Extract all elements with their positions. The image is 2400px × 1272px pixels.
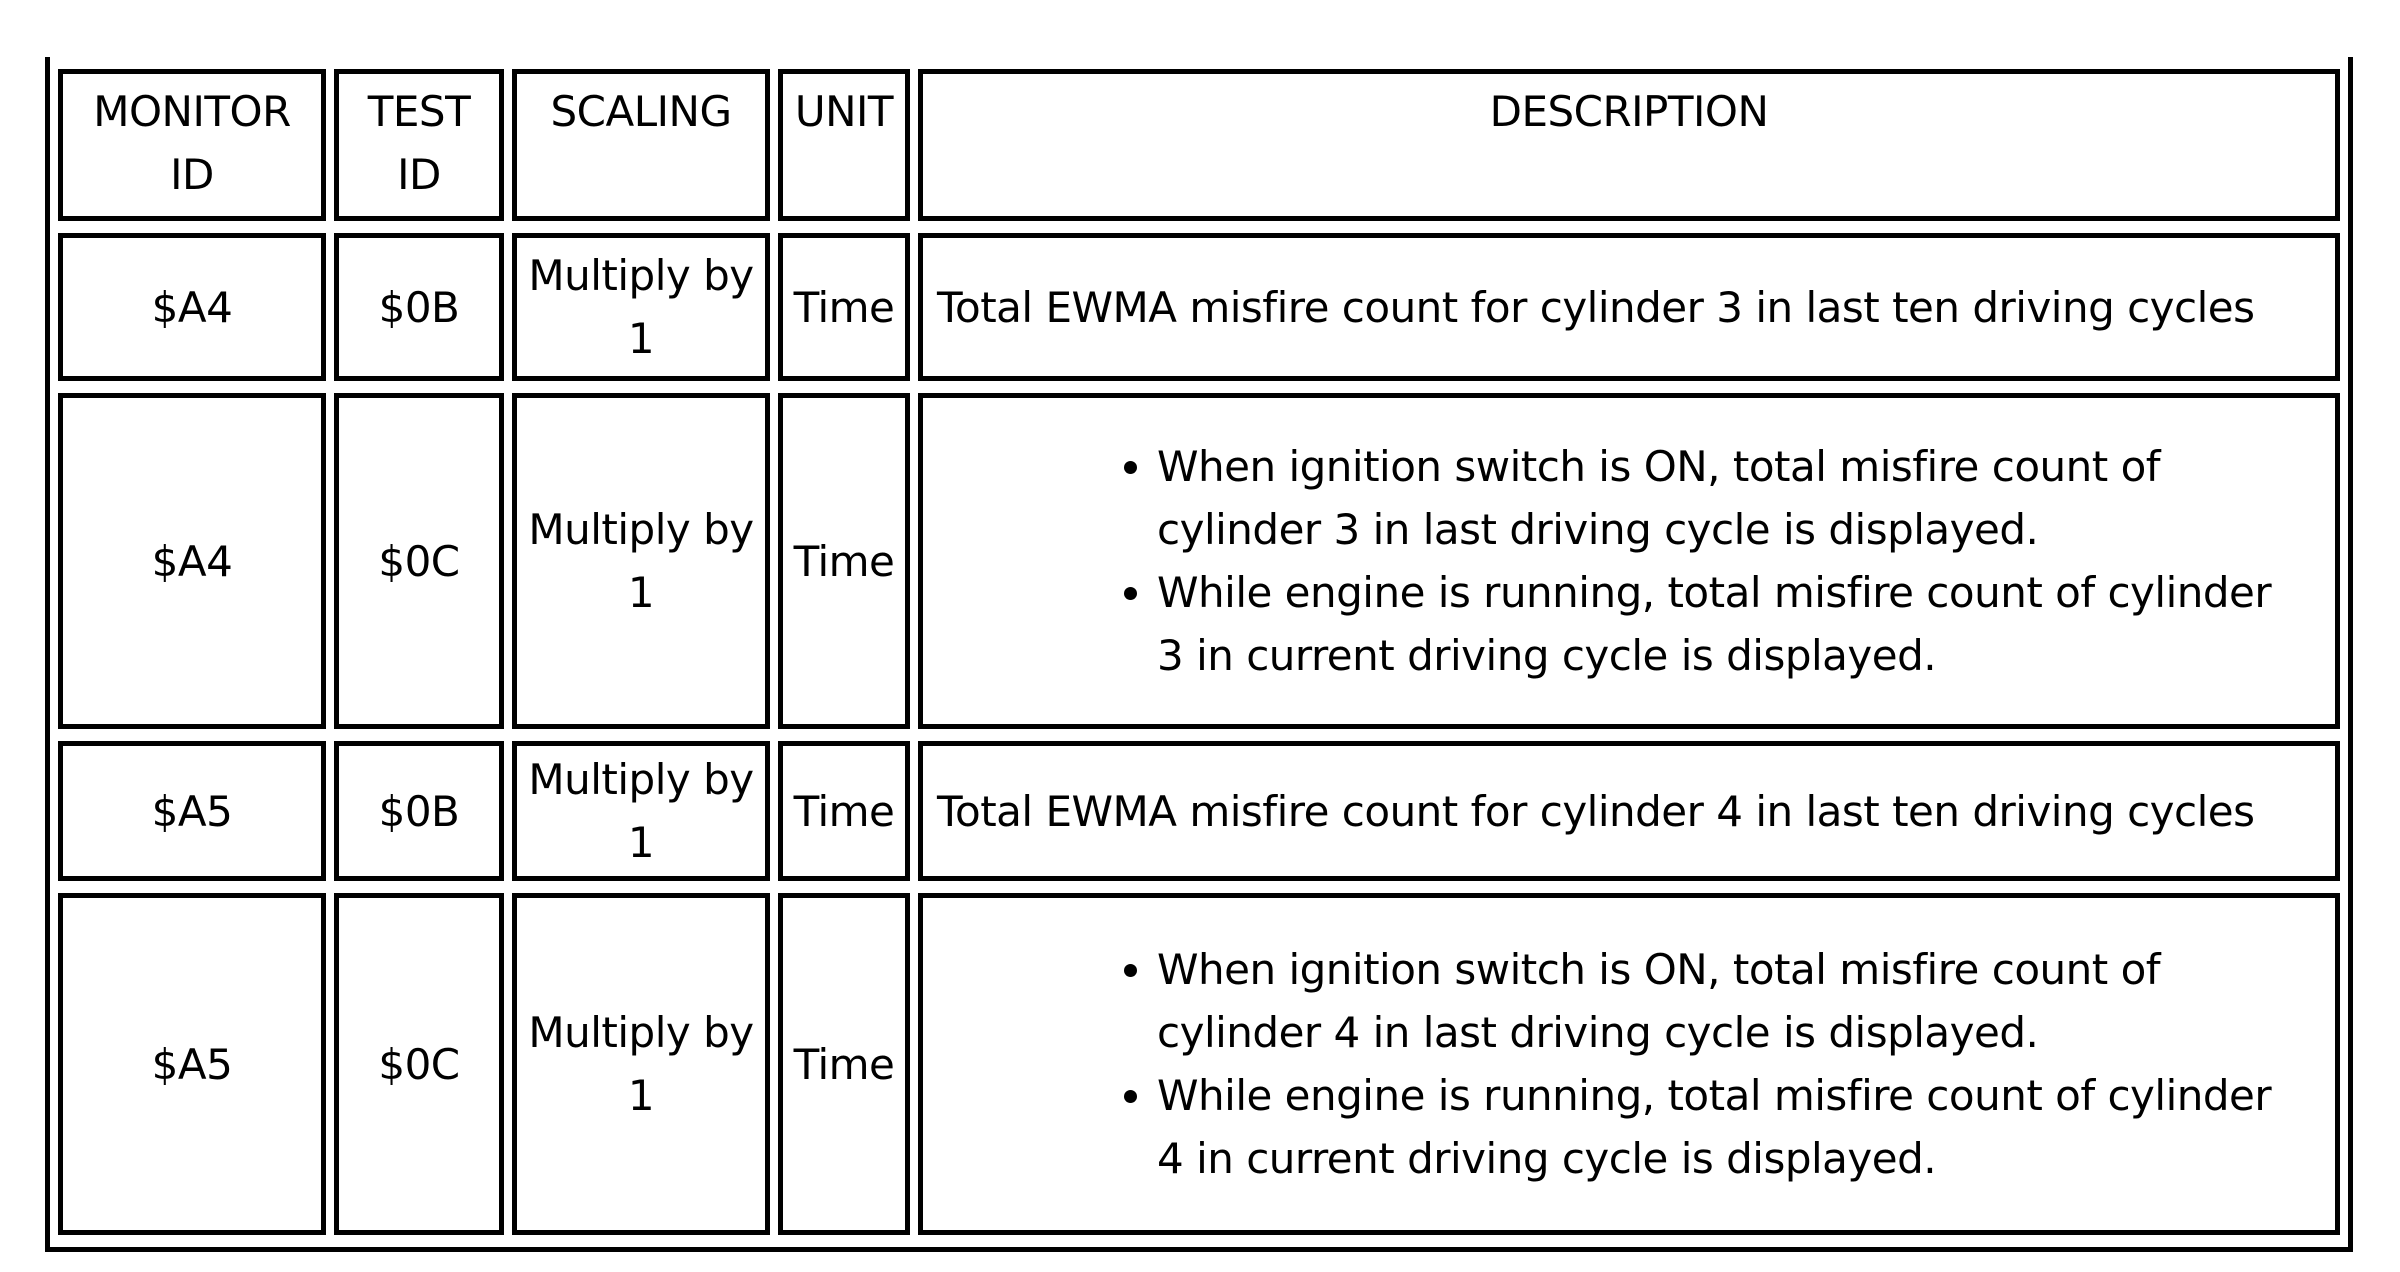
bullet-item: While engine is running, total misfire c… (1157, 561, 2335, 687)
header-test-line2: ID (397, 150, 441, 199)
monitor-test-table-frame: MONITOR ID TEST ID SCALING UNIT DESCRIPT… (45, 57, 2353, 1252)
bullet-line1: While engine is running, total misfire c… (1157, 1071, 2272, 1120)
monitor-test-table: MONITOR ID TEST ID SCALING UNIT DESCRIPT… (50, 57, 2348, 1247)
column-header-test-id: TEST ID (334, 69, 504, 221)
unit-cell: Time (778, 393, 910, 729)
monitor-id-cell: $A5 (58, 741, 326, 881)
scaling-cell: Multiply by 1 (512, 233, 770, 381)
bullet-line2: 3 in current driving cycle is displayed. (1157, 631, 1937, 680)
scaling-line1: Multiply by (528, 755, 754, 804)
scaling-line1: Multiply by (528, 1008, 754, 1057)
scaling-cell: Multiply by 1 (512, 741, 770, 881)
table-row: $A5 $0B Multiply by 1 Time Total EWMA mi… (58, 741, 2340, 881)
bullet-line2: cylinder 3 in last driving cycle is disp… (1157, 505, 2039, 554)
bullet-item: While engine is running, total misfire c… (1157, 1064, 2335, 1190)
test-id-cell: $0C (334, 893, 504, 1235)
bullet-line2: cylinder 4 in last driving cycle is disp… (1157, 1008, 2039, 1057)
scaling-line2: 1 (627, 314, 655, 363)
scaling-cell: Multiply by 1 (512, 893, 770, 1235)
bullet-item: When ignition switch is ON, total misfir… (1157, 435, 2335, 561)
bullet-line1: When ignition switch is ON, total misfir… (1157, 945, 2161, 994)
header-monitor-line2: ID (170, 150, 214, 199)
monitor-id-cell: $A4 (58, 233, 326, 381)
scaling-cell: Multiply by 1 (512, 393, 770, 729)
scaling-line1: Multiply by (528, 251, 754, 300)
description-cell: When ignition switch is ON, total misfir… (918, 393, 2340, 729)
column-header-description: DESCRIPTION (918, 69, 2340, 221)
column-header-scaling: SCALING (512, 69, 770, 221)
unit-cell: Time (778, 893, 910, 1235)
description-bullet-list: When ignition switch is ON, total misfir… (937, 435, 2335, 687)
table-row: $A4 $0C Multiply by 1 Time When ignition… (58, 393, 2340, 729)
test-id-cell: $0B (334, 233, 504, 381)
description-text: Total EWMA misfire count for cylinder 3 … (937, 282, 2255, 332)
description-bullet-list: When ignition switch is ON, total misfir… (937, 938, 2335, 1190)
column-header-unit: UNIT (778, 69, 910, 221)
bullet-line2: 4 in current driving cycle is displayed. (1157, 1134, 1937, 1183)
bullet-item: When ignition switch is ON, total misfir… (1157, 938, 2335, 1064)
bullet-line1: While engine is running, total misfire c… (1157, 568, 2272, 617)
description-cell: Total EWMA misfire count for cylinder 4 … (918, 741, 2340, 881)
table-header-row: MONITOR ID TEST ID SCALING UNIT DESCRIPT… (58, 69, 2340, 221)
scaling-line2: 1 (627, 818, 655, 867)
scaling-line1: Multiply by (528, 505, 754, 554)
scaling-line2: 1 (627, 1071, 655, 1120)
description-text: Total EWMA misfire count for cylinder 4 … (937, 786, 2255, 836)
column-header-monitor-id: MONITOR ID (58, 69, 326, 221)
table-row: $A4 $0B Multiply by 1 Time Total EWMA mi… (58, 233, 2340, 381)
test-id-cell: $0C (334, 393, 504, 729)
test-id-cell: $0B (334, 741, 504, 881)
unit-cell: Time (778, 741, 910, 881)
monitor-id-cell: $A4 (58, 393, 326, 729)
monitor-id-cell: $A5 (58, 893, 326, 1235)
scaling-line2: 1 (627, 568, 655, 617)
header-monitor-line1: MONITOR (93, 87, 291, 136)
table-row: $A5 $0C Multiply by 1 Time When ignition… (58, 893, 2340, 1235)
bullet-line1: When ignition switch is ON, total misfir… (1157, 442, 2161, 491)
description-cell: When ignition switch is ON, total misfir… (918, 893, 2340, 1235)
header-test-line1: TEST (367, 87, 471, 136)
unit-cell: Time (778, 233, 910, 381)
description-cell: Total EWMA misfire count for cylinder 3 … (918, 233, 2340, 381)
